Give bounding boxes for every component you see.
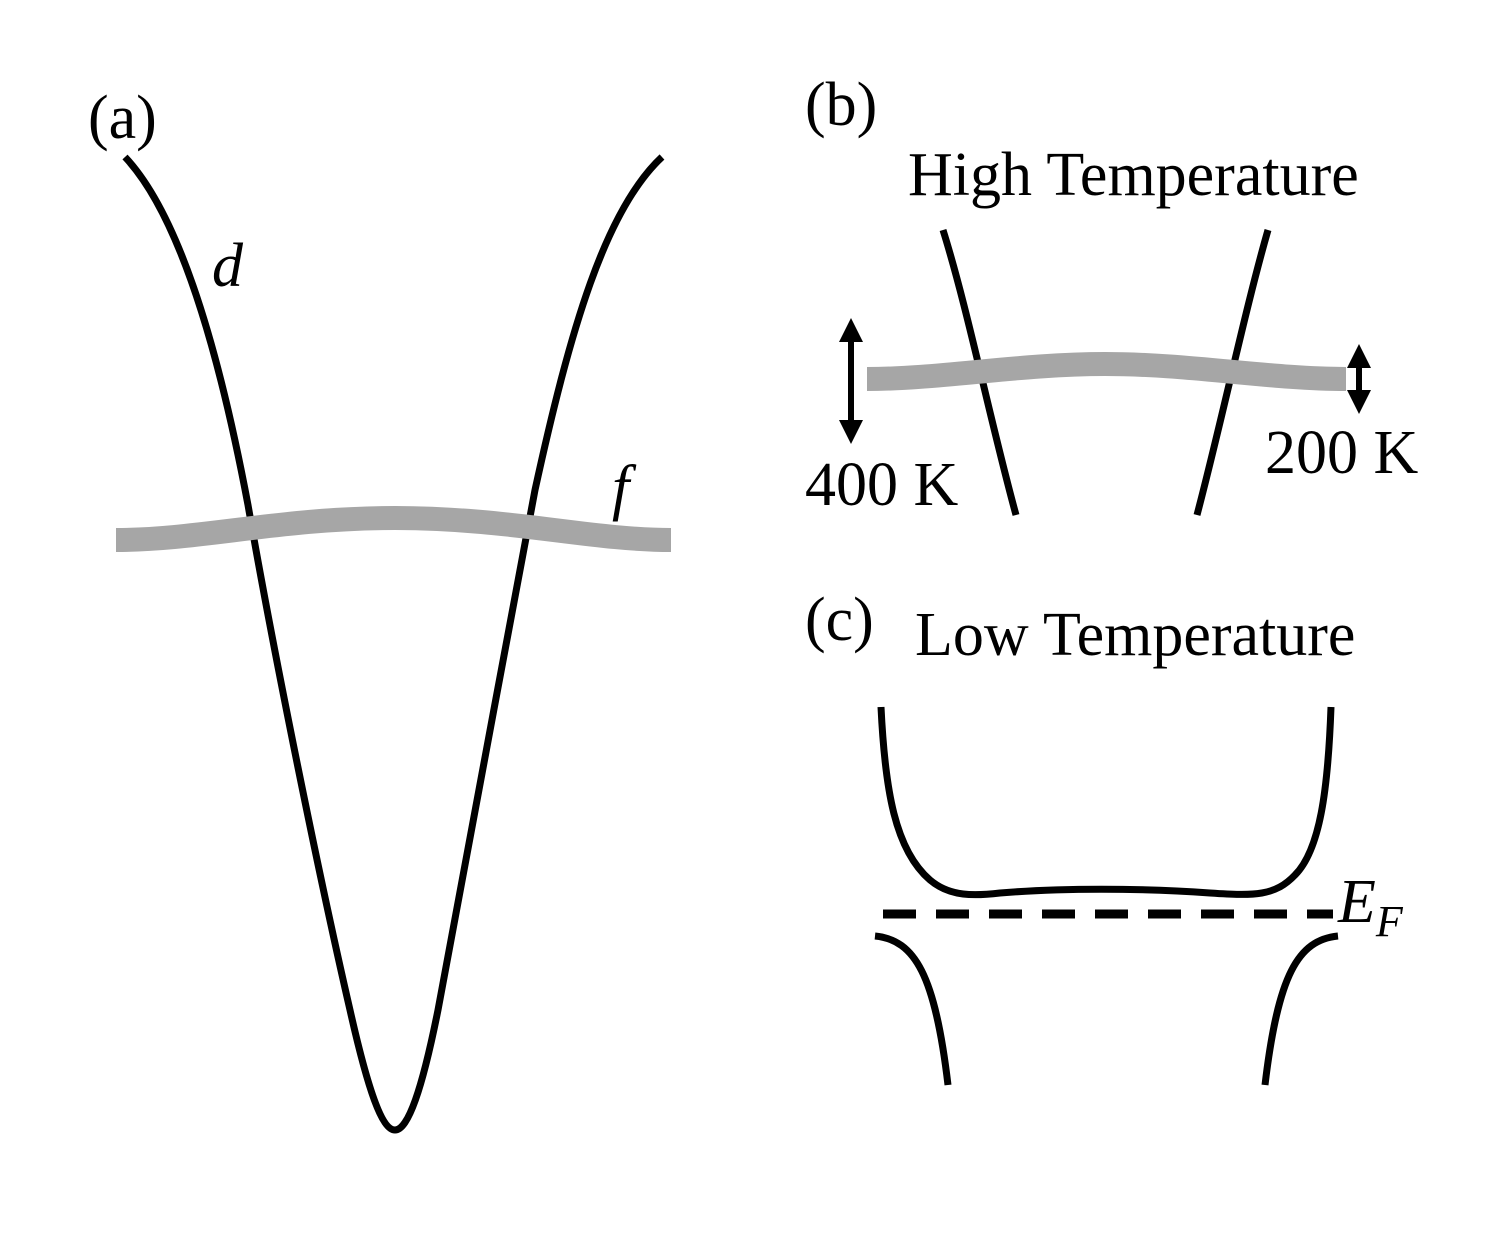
panel-c-title: Low Temperature	[915, 601, 1355, 669]
panel-b-tag: (b)	[805, 71, 877, 139]
upper-hybrid-band	[877, 706, 1335, 899]
panel-b: (b) High Temperature 400 K 200 K	[805, 71, 1419, 519]
f-band-a	[115, 505, 672, 552]
fermi-level-main: E	[1337, 868, 1376, 936]
left-gap-label: 400 K	[805, 451, 959, 519]
lower-hybrid-band-left	[874, 932, 952, 1086]
panel-c: (c) Low Temperature EF	[805, 586, 1404, 1086]
panel-a-tag: (a)	[88, 84, 157, 152]
panel-c-tag: (c)	[805, 586, 874, 654]
panel-a: (a) d f	[88, 84, 672, 1134]
right-gap-label: 200 K	[1265, 419, 1419, 487]
lower-hybrid-band-right	[1261, 932, 1339, 1086]
f-band-b	[866, 351, 1347, 391]
d-band-label: d	[212, 232, 244, 300]
panel-b-title: High Temperature	[908, 141, 1359, 209]
fermi-level-label: EF	[1337, 868, 1404, 946]
d-band-curve	[122, 154, 665, 1134]
fermi-level-sub: F	[1375, 897, 1404, 946]
f-band-label: f	[612, 454, 637, 522]
